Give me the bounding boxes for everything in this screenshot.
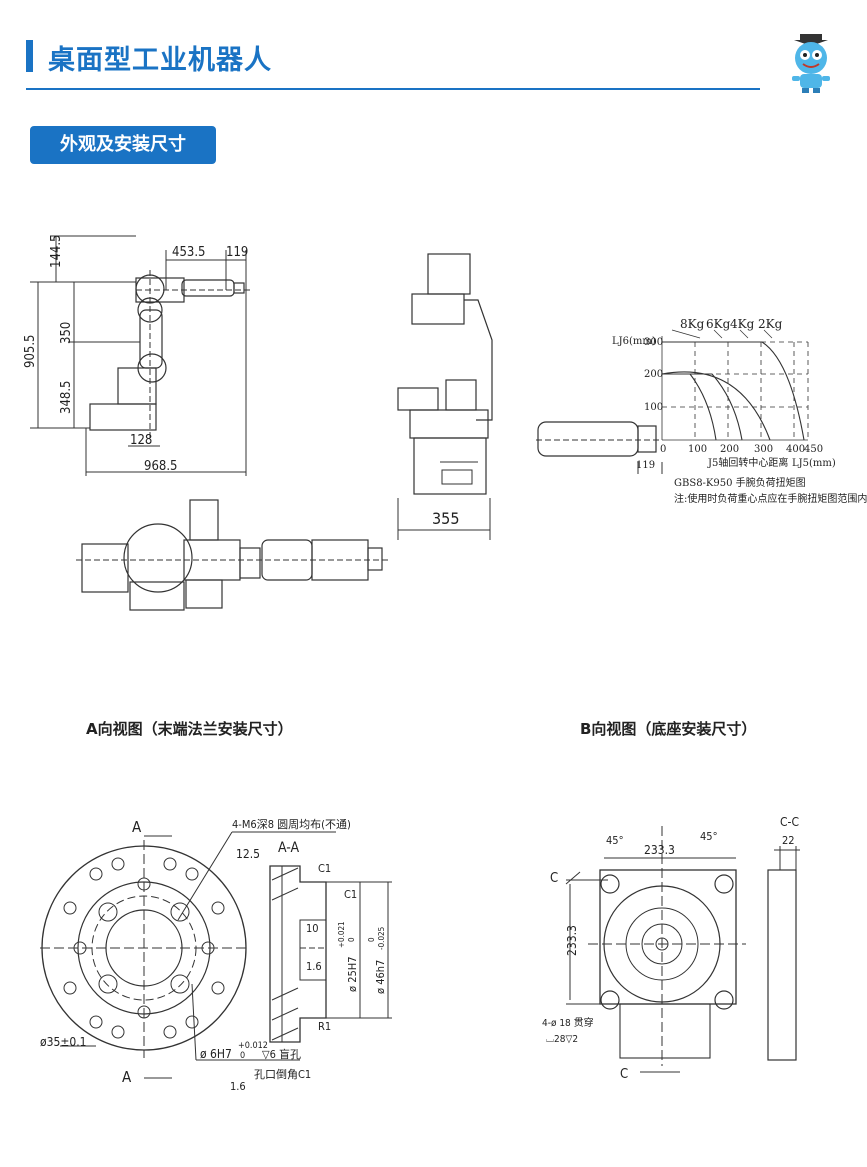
view-b-dim-22: 22 bbox=[782, 834, 795, 847]
view-a-dim-6h7: ø 6H7 bbox=[200, 1047, 232, 1061]
view-a-aa-label: A-A bbox=[278, 840, 300, 856]
view-a-section-label-bottom: A bbox=[122, 1068, 132, 1086]
view-a-dim-25h7: ø 25H7 bbox=[346, 956, 359, 992]
top-view-drawing bbox=[76, 499, 390, 611]
view-b-hole-spec: 4-ø 18 贯穿 bbox=[542, 1016, 594, 1029]
view-b-caption: B向视图（底座安装尺寸） bbox=[580, 720, 757, 738]
view-b-dim-233-3-v: 233.3 bbox=[565, 925, 579, 956]
view-a-caption: A向视图（末端法兰安装尺寸） bbox=[86, 720, 293, 738]
view-b-dim-233-3-h: 233.3 bbox=[644, 843, 675, 857]
view-a-c1-mid: C1 bbox=[344, 888, 357, 901]
view-a-tol-6-upper: +0.012 bbox=[238, 1041, 268, 1051]
dim-348-5: 348.5 bbox=[59, 381, 74, 414]
section-badge: 外观及安装尺寸 bbox=[30, 126, 216, 164]
view-a-section-label-top: A bbox=[132, 818, 142, 836]
view-a-dim-35: ø35±0.1 bbox=[40, 1035, 87, 1049]
load-x-tick-0: 0 bbox=[660, 444, 666, 455]
dim-144-5: 144.5 bbox=[49, 235, 64, 268]
load-chart-caption: GBS8-K950 手腕负荷扭矩图 bbox=[674, 476, 806, 489]
load-x-tick-400: 400 bbox=[786, 444, 805, 455]
load-x-tick-200: 200 bbox=[720, 444, 739, 455]
view-b-angle-left: 45° bbox=[606, 834, 624, 847]
load-y-tick-200: 200 bbox=[644, 369, 663, 380]
dim-968-5: 968.5 bbox=[144, 459, 177, 474]
load-y-tick-300: 300 bbox=[644, 337, 663, 348]
load-x-tick-300: 300 bbox=[754, 444, 773, 455]
view-a-dim-1-6: 1.6 bbox=[230, 1080, 246, 1093]
dim-350: 350 bbox=[59, 322, 74, 344]
load-x-tick-450: 450 bbox=[804, 444, 823, 455]
robot-mascot-logo bbox=[792, 34, 830, 93]
view-a-dim-10: 10 bbox=[306, 922, 319, 935]
view-a-hole-spec: 4-M6深8 圆周均布(不通) bbox=[232, 818, 351, 831]
view-b-c-label-top: C bbox=[550, 871, 558, 886]
load-offset-119: 119 bbox=[636, 460, 655, 471]
load-x-sub-label: J5轴回转中心距离 bbox=[707, 456, 788, 469]
load-y-label: LJ6(mm) bbox=[612, 336, 656, 347]
view-b-angle-right: 45° bbox=[700, 830, 718, 843]
dim-905-5: 905.5 bbox=[23, 335, 38, 368]
side-view-drawing bbox=[30, 235, 250, 476]
view-a-tol-46-upper: 0 bbox=[367, 937, 376, 942]
view-a-tol-6-lower: 0 bbox=[240, 1051, 245, 1061]
view-a-dim-46h7: ø 46h7 bbox=[374, 960, 387, 994]
load-chart-note: 注:使用时负荷重心点应在手腕扭矩图范围内 bbox=[674, 492, 867, 505]
view-a-dim-1-6-b: 1.6 bbox=[306, 960, 322, 973]
load-chart-grid bbox=[661, 329, 809, 441]
view-b-base bbox=[565, 826, 800, 1073]
view-b-cc-label: C-C bbox=[780, 815, 799, 829]
dim-355: 355 bbox=[432, 509, 459, 528]
load-series-2kg: 2Kg bbox=[758, 317, 783, 331]
front-view-drawing bbox=[397, 253, 493, 540]
view-a-dim-12-5: 12.5 bbox=[236, 847, 260, 861]
view-a-tol-25-lower: 0 bbox=[347, 937, 356, 942]
load-series-4kg: 4Kg bbox=[730, 317, 755, 331]
view-a-flange bbox=[40, 831, 336, 1079]
load-series-8kg: 8Kg bbox=[680, 317, 705, 331]
dim-453-5: 453.5 bbox=[172, 245, 205, 260]
view-a-r1: R1 bbox=[318, 1020, 331, 1033]
view-a-tol-25-upper: +0.021 bbox=[337, 921, 346, 948]
load-y-tick-100: 100 bbox=[644, 402, 663, 413]
load-x-tick-100: 100 bbox=[688, 444, 707, 455]
header-divider bbox=[26, 88, 760, 90]
view-a-depth-6: ▽6 盲孔 bbox=[262, 1047, 301, 1061]
view-a-chamfer-note: 孔口倒角C1 bbox=[254, 1068, 311, 1081]
view-b-c-label-bottom: C bbox=[620, 1067, 628, 1082]
load-series-6kg: 6Kg bbox=[706, 317, 731, 331]
view-b-counterbore: ⌴28▽2 bbox=[546, 1034, 578, 1045]
section-a-a bbox=[269, 865, 392, 1043]
view-a-c1-top: C1 bbox=[318, 862, 331, 875]
load-x-label: LJ5(mm) bbox=[792, 458, 836, 469]
dim-128: 128 bbox=[130, 433, 152, 448]
view-a-tol-46-lower: -0.025 bbox=[377, 927, 386, 950]
title-accent-bar bbox=[26, 40, 33, 72]
dim-119-top: 119 bbox=[226, 245, 248, 260]
load-chart-arm bbox=[536, 421, 663, 474]
page-title: 桌面型工业机器人 bbox=[48, 45, 272, 76]
